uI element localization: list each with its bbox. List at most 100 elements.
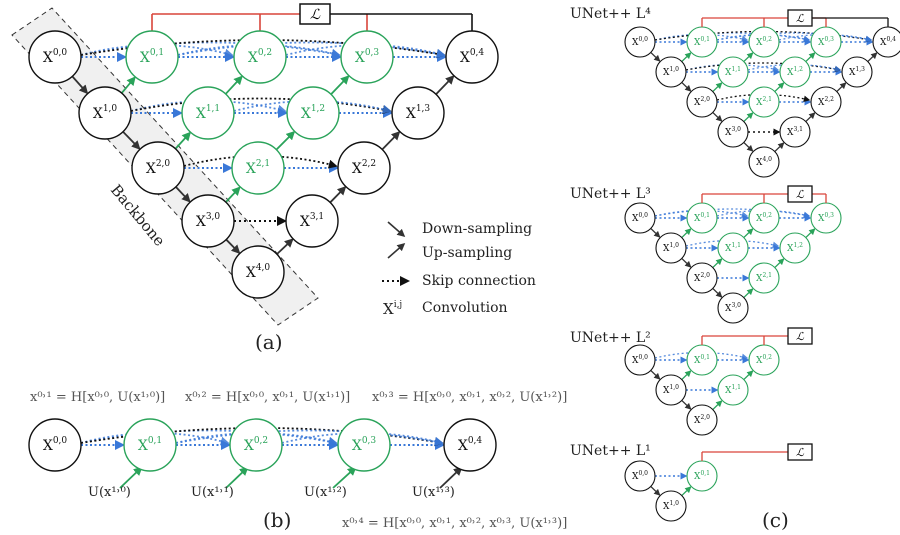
c-l4-down-1 [681,81,692,92]
c-l4-up-2-2 [805,112,816,123]
c-l4-node-0-3-label: X0,3 [818,36,834,48]
c-l2-down-0 [650,369,661,380]
c-l4-node-2-2 [810,86,842,118]
a-arc-0-0-4 [80,39,446,59]
unet-l1-title: UNet++ L¹ [570,443,651,459]
a-node-3-1 [285,194,339,248]
a-down-3 [225,238,241,255]
c-l4-node-2-2-label: X2,2 [818,96,834,108]
c-l4-down-3 [743,141,754,152]
c-l3-node-0-3-label: X0,3 [818,212,834,224]
c-l4-up-0-4 [867,52,878,63]
c-l4-node-1-0 [655,56,687,88]
c-l4-up-0-1 [681,52,692,63]
c-l4-up-1-1 [712,82,723,93]
c-l4-arc-1-0-3 [685,62,842,73]
c-l1-node-0-0 [624,460,656,492]
c-l3-node-2-0-label: X2,0 [694,272,710,284]
c-l2-down-1 [681,399,692,410]
c-l3-down-1 [681,257,692,268]
c-l4-node-0-0-label: X0,0 [632,36,648,48]
u-label-4: U(x¹˒³) [412,485,455,500]
a-up-1-2 [275,130,296,151]
a-node-0-4 [445,30,499,84]
panel-a-loss-tree: ℒ [151,3,473,31]
b-node-0-3 [337,418,391,472]
a-up-2-2 [329,185,347,204]
a-up-0-2 [225,75,243,95]
b-node-0-1 [123,418,177,472]
b-up-0 [119,466,143,489]
c-l3-node-1-0 [655,232,687,264]
a-down-2 [175,186,191,203]
c-l3-up-1-1 [712,258,723,269]
c-l4-node-1-0-label: X1,0 [663,66,679,78]
c-l1-node-0-1-label: X0,1 [694,470,710,482]
legend-down-arrow [387,221,406,238]
c-l3-down-0 [650,227,661,238]
c-l2-node-0-0-label: X0,0 [632,354,648,366]
unet-l3-title: UNet++ L³ [570,186,651,202]
c-l4-up-1-2 [774,82,785,93]
a-node-4-0 [231,245,285,299]
b-node-0-4 [443,418,497,472]
c-l2-loss-symbol: ℒ [796,330,805,343]
c-l3-node-2-1 [748,262,780,294]
b-node-0-2 [229,418,283,472]
loss-box [299,3,331,25]
c-l2-node-0-1-label: X0,1 [694,354,710,366]
c-l1-up-0-1 [681,486,692,497]
c-l2-up-0-1 [681,370,692,381]
c-l4-down-0 [650,51,661,62]
c-l4-up-1-3 [836,82,847,93]
legend-conv-symbol: Xi,j [383,300,402,318]
a-node-0-3-label: X0,3 [355,48,380,66]
c-l4-node-3-1 [779,116,811,148]
a-node-1-3-label: X1,3 [406,104,431,122]
a-node-0-2 [233,30,287,84]
legend-up-text: Up-sampling [422,245,512,261]
legend-conv-text: Convolution [422,300,508,316]
panel-a-edges [71,39,455,255]
panel-a-label: (a) [255,330,283,354]
legend-down-text: Down-sampling [422,221,532,237]
legend: Down-sampling Up-sampling Skip connectio… [382,221,536,318]
c-l2-up-0-2 [743,370,754,381]
a-node-0-1-label: X0,1 [140,48,164,66]
c-l4-node-3-1-label: X3,1 [787,126,803,138]
eq-x03: x⁰˒³ = H[x⁰˒⁰, x⁰˒¹, x⁰˒², U(x¹˒²)] [372,390,567,405]
b-up-1 [225,466,249,489]
c-l4-loss-box [787,9,813,27]
a-up-2-1 [225,186,241,203]
a-node-3-0-label: X3,0 [196,212,221,230]
c-l4-node-1-3 [841,56,873,88]
c-l1-loss-symbol: ℒ [796,446,805,459]
c-l4-node-2-1-label: X2,1 [756,96,772,108]
c-l4-node-0-1-label: X0,1 [694,36,710,48]
a-node-0-1 [125,30,179,84]
c-l4-node-2-1 [748,86,780,118]
b-arc-2-4 [281,432,444,446]
a-node-4-0-label: X4,0 [246,263,271,281]
c-l3-down-2 [712,287,723,298]
c-l4-node-1-2 [779,56,811,88]
c-l4-node-1-1 [717,56,749,88]
c-l4-node-4-0 [748,146,780,178]
b-up-3 [439,466,463,489]
a-node-3-0 [181,194,235,248]
c-l4-up-0-2 [743,52,754,63]
c-l3-up-2-1 [743,288,754,299]
u-label-3: U(x¹˒²) [304,485,347,500]
c-l4-node-1-2-label: X1,2 [787,66,803,78]
c-l2-node-1-0-label: X1,0 [663,384,679,396]
b-node-0-0 [28,418,82,472]
c-l3-node-0-0 [624,202,656,234]
unet-l4-title: UNet++ L⁴ [570,6,651,22]
c-l3-up-0-3 [805,228,816,239]
eq-x04: x⁰˒⁴ = H[x⁰˒⁰, x⁰˒¹, x⁰˒², x⁰˒³, U(x¹˒³)… [342,516,567,531]
